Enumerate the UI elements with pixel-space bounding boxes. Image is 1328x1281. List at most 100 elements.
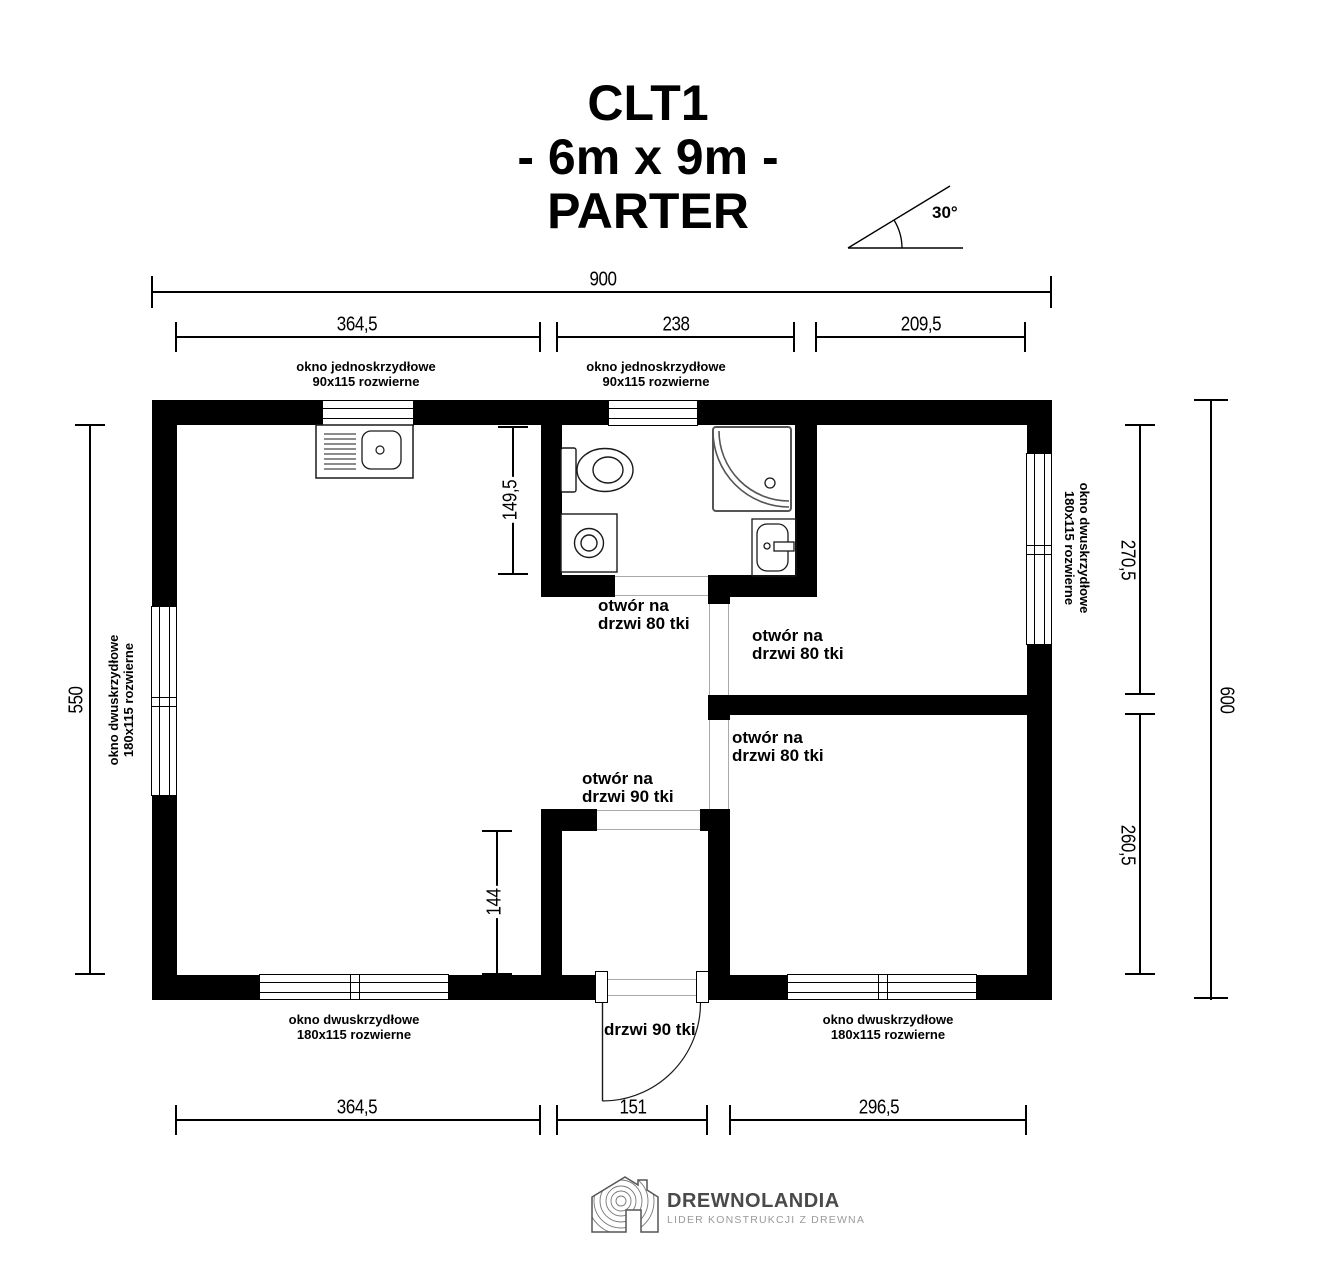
dim-tick [151, 276, 153, 308]
wall-vestibule-top-right [700, 809, 708, 831]
page-title-floor: PARTER [547, 183, 749, 239]
dim-tick [706, 1105, 708, 1135]
bathroom-door-gap-edge [615, 576, 708, 577]
entrance-door-jamb-right [696, 971, 709, 1003]
window-glazing [322, 408, 414, 420]
window-mullion [350, 975, 360, 999]
dim-line-total-width [152, 291, 1052, 293]
dim-tick [729, 1105, 731, 1135]
window-glazing [259, 982, 449, 994]
dim-tick [498, 573, 528, 575]
room2-door-gap-edge [728, 720, 729, 809]
dim-line-left-height [89, 425, 91, 975]
window-right [1026, 453, 1052, 645]
dim-top-b: 238 [662, 313, 690, 336]
door-label-entrance: drzwi 90 tki [604, 1020, 696, 1039]
dim-tick [1125, 973, 1155, 975]
window-mullion [878, 975, 888, 999]
bathroom-door-gap-edge [615, 595, 708, 596]
entrance-door-jamb-left [595, 971, 608, 1003]
washing-machine [560, 513, 618, 573]
wall-right-rooms-divider [730, 695, 1052, 715]
dim-tick [1025, 1105, 1027, 1135]
window-top-bathroom [608, 400, 698, 426]
dim-line-bottom-a [176, 1119, 541, 1121]
wall-vestibule-left [541, 809, 562, 975]
dim-tick [175, 1105, 177, 1135]
dim-tick [1194, 997, 1228, 999]
window-glazing [159, 606, 171, 796]
logo-name: DREWNOLANDIA [667, 1190, 840, 1212]
dim-tick [793, 322, 795, 352]
dim-left-height: 550 [65, 686, 88, 714]
window-mullion [1027, 545, 1051, 555]
dim-line-right-bottom [1139, 714, 1141, 975]
window-glazing [608, 408, 698, 420]
wall-mid-segment-a [708, 575, 730, 604]
room1-door-gap-edge [728, 604, 729, 695]
dim-total-width: 900 [589, 268, 617, 291]
window-glazing [787, 982, 977, 994]
dim-right-bottom: 260,5 [1116, 824, 1139, 866]
dim-tick [539, 1105, 541, 1135]
dim-tick [498, 426, 528, 428]
dim-tick [1125, 713, 1155, 715]
dim-bathroom-height: 149,5 [499, 477, 523, 523]
dim-tick [1194, 399, 1228, 401]
wall-mid-segment-b [708, 695, 730, 720]
roof-angle-value: 30° [932, 203, 958, 222]
entrance-threshold [607, 979, 697, 980]
dim-line-bottom-c [730, 1119, 1027, 1121]
dim-bottom-b: 151 [619, 1096, 647, 1119]
vestibule-door-gap-edge [597, 810, 700, 811]
wall-bathroom-bottom-right [708, 575, 817, 597]
wall-outer-top [152, 400, 1052, 425]
room2-door-gap-edge [709, 720, 710, 809]
dim-tick [556, 1105, 558, 1135]
dim-vestibule-height: 144 [483, 885, 507, 919]
window-left [151, 606, 177, 796]
dim-bottom-c: 296,5 [858, 1096, 900, 1119]
dim-right-top: 270,5 [1116, 539, 1139, 581]
dim-tick [815, 322, 817, 352]
dim-top-a: 364,5 [336, 313, 378, 336]
dim-bottom-a: 364,5 [336, 1096, 378, 1119]
room1-door-gap-edge [709, 604, 710, 695]
dim-right-total: 600 [1215, 686, 1238, 714]
kitchen-sink [315, 424, 414, 479]
window-glazing [1034, 453, 1046, 645]
page-title-size: - 6m x 9m - [517, 129, 779, 185]
dim-tick [482, 830, 512, 832]
wall-bathroom-bottom-left [541, 575, 615, 597]
dim-line-right-top [1139, 425, 1141, 695]
window-mullion [152, 697, 176, 707]
vestibule-door-gap-edge [597, 829, 700, 830]
dim-tick [482, 973, 512, 975]
dim-tick [75, 973, 105, 975]
page-title-model: CLT1 [587, 75, 709, 131]
shower [712, 426, 792, 512]
window-top-kitchen [322, 400, 414, 426]
dim-tick [1125, 693, 1155, 695]
window-bottom-left [259, 974, 449, 1000]
logo-tagline: LIDER KONSTRUKCJI Z DREWNA [667, 1214, 866, 1226]
dim-line-right-total [1210, 400, 1212, 1000]
wall-bathroom-left [541, 425, 562, 597]
dim-tick [75, 424, 105, 426]
entrance-door-swing [601, 1002, 702, 1102]
entrance-threshold [607, 995, 697, 996]
dim-line-top-b [557, 336, 795, 338]
dim-line-top-c [816, 336, 1026, 338]
dim-line-top-a [176, 336, 541, 338]
